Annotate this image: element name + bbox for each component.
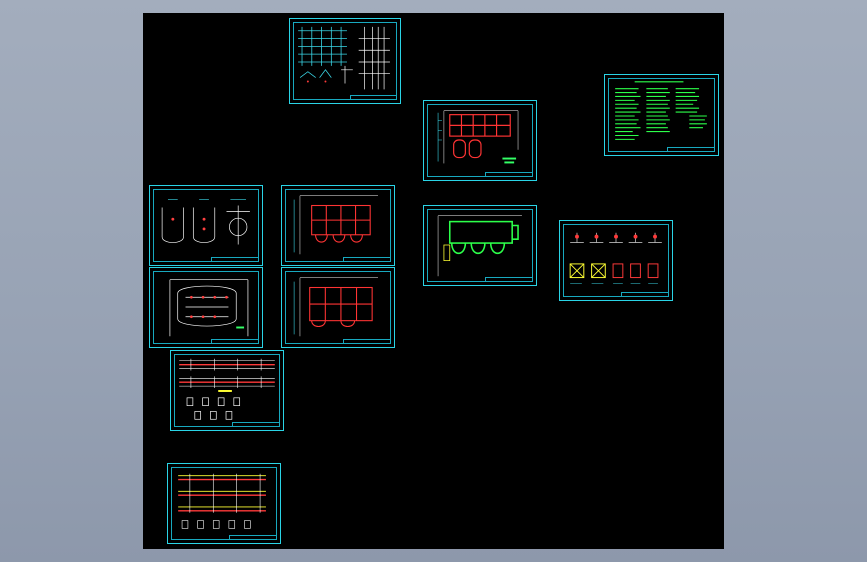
drawing-sheet-sections-left[interactable] [149, 185, 263, 266]
beam-details-1-drawing [179, 358, 275, 420]
notes-drawing [615, 81, 707, 140]
drawing-sheet-floor-plan-mid-2[interactable] [281, 267, 395, 348]
drawing-sheet-floor-plan-green[interactable] [423, 205, 537, 286]
drawing-sheet-floor-plan-mid-1[interactable] [281, 185, 395, 266]
drawing-sheet-general-notes[interactable] [604, 74, 719, 156]
column-details-drawing [569, 232, 662, 284]
drawing-sheet-beam-details-2[interactable] [167, 463, 281, 544]
drawing-sheet-column-details[interactable] [559, 220, 673, 301]
drawing-sheet-beam-details-1[interactable] [170, 350, 284, 431]
floor-plan-mid-2-drawing [293, 277, 378, 337]
floor-plan-mid-1-drawing [293, 195, 378, 255]
details-drawing [298, 26, 390, 90]
drawing-sheet-details-top[interactable] [289, 18, 401, 104]
drawing-sheet-floor-plan-upper[interactable] [423, 100, 537, 181]
sections-drawing [161, 199, 250, 245]
beam-details-2-drawing [178, 473, 266, 529]
floor-plan-green-drawing [437, 215, 522, 277]
floor-plan-red-drawing [437, 110, 519, 164]
foundation-plan-drawing [169, 279, 249, 337]
model-space-canvas[interactable] [143, 13, 724, 549]
drawing-sheet-foundation-plan[interactable] [149, 267, 263, 348]
